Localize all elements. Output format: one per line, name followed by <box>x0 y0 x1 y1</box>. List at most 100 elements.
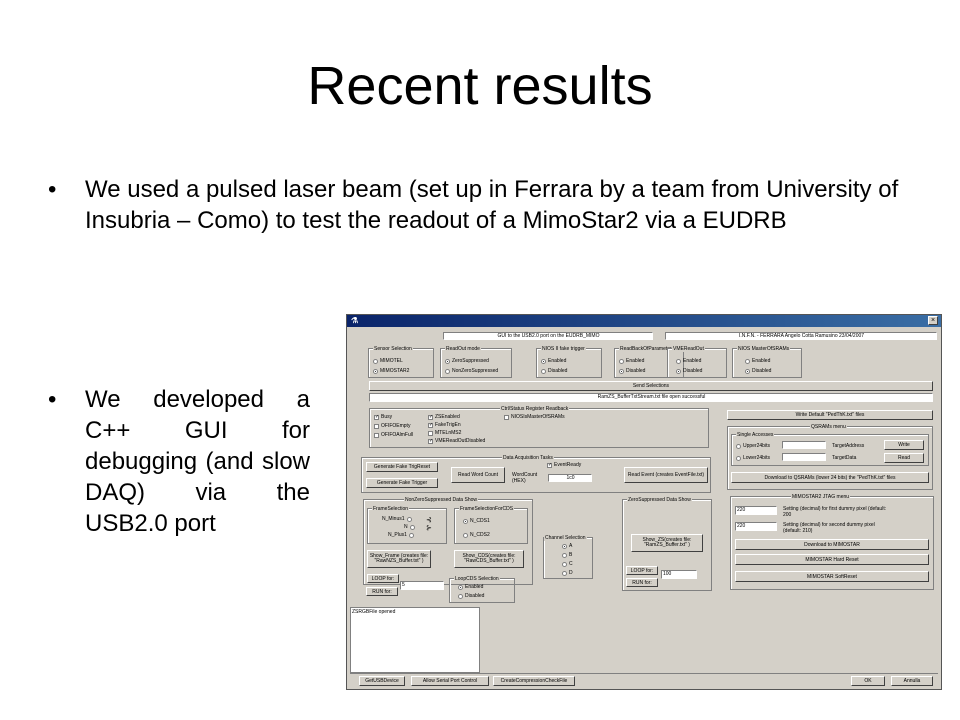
loopcds-enabled[interactable]: Enabled <box>458 584 483 590</box>
jtag-dummy1-label: Setting (decimal) for first dummy pixel … <box>783 506 887 518</box>
bottom-separator <box>350 673 938 674</box>
group-caption: Single Accesses <box>736 432 775 438</box>
gui-window: ⚗ × GUI to the USB2.0 port on the EUDRB_… <box>346 314 942 690</box>
status-line-field: RamZS_BufferTxtStream.txt file open succ… <box>369 393 933 402</box>
title-bar: ⚗ × <box>347 315 941 327</box>
gen-fake-trig-reset-button[interactable]: Generate Fake TrigReset <box>366 462 438 472</box>
zs-data-show-group: ZeroSuppressed Data Show Show_ZS(creates… <box>622 497 712 591</box>
frame-opt-n-plus1[interactable]: N_Plus1 <box>388 532 414 538</box>
zs-run-for-button[interactable]: RUN for: <box>626 578 658 587</box>
frame-opt-n[interactable]: N <box>404 524 415 530</box>
bullet-1-text: We used a pulsed laser beam (set up in F… <box>85 176 899 234</box>
event-ready-check: ✓EventReady <box>547 461 582 468</box>
show-cds-button[interactable]: Show_CDS(creates file: "RawCDS_Buffer.tx… <box>454 550 524 568</box>
ofifo-empty-check: OFIFOEmpty <box>374 423 410 429</box>
group-caption: Sensor Selection <box>373 346 413 352</box>
frame-opt-n-minus1[interactable]: N_Minus1 <box>382 516 412 522</box>
allow-serial-port-button[interactable]: Allow Serial Port Control <box>411 676 489 686</box>
sensor-opt-mimostar2[interactable]: MIMOSTAR2 <box>373 368 409 374</box>
group-caption: ZeroSuppressed Data Show <box>627 497 692 503</box>
readback-enabled[interactable]: Enabled <box>619 358 644 364</box>
header-left-field: GUI to the USB2.0 port on the EUDRB_MIMO <box>443 332 653 340</box>
vme-readout-disabled-check: ✓VMEReadOutDisabled <box>428 437 486 444</box>
ok-button[interactable]: OK <box>851 676 885 686</box>
sensor-opt-mimotel[interactable]: MIMOTEL <box>373 358 403 364</box>
close-icon[interactable]: × <box>928 316 938 325</box>
jtag-dummy2-input[interactable]: 220 <box>735 522 777 531</box>
sensor-selection-group: Sensor Selection MIMOTEL MIMOSTAR2 <box>368 346 434 378</box>
show-zs-button[interactable]: Show_ZS(creates file: "RamZS_Buffer.txt"… <box>631 534 703 552</box>
channel-d-radio[interactable]: D <box>562 570 573 576</box>
fake-trigger-disabled[interactable]: Disabled <box>541 368 567 374</box>
send-selections-button[interactable]: Send Selections <box>369 381 933 391</box>
gen-fake-trigger-button[interactable]: Generate Fake Trigger <box>366 478 438 488</box>
readback-disabled[interactable]: Disabled <box>619 368 645 374</box>
readout-opt-nzs[interactable]: NonZeroSuppressed <box>445 368 498 374</box>
group-caption: QSRAMs menu <box>810 424 847 430</box>
busy-check: ✓Busy <box>374 413 393 420</box>
group-caption: VMEReadOut <box>672 346 705 352</box>
zsrgb-log-box: ZSRGBFile opened <box>350 607 480 673</box>
nzs-data-show-group: NonZeroSuppressed Data Show FrameSelecti… <box>363 497 533 585</box>
cancel-button[interactable]: Annulla <box>891 676 933 686</box>
channel-b-radio[interactable]: B <box>562 552 572 558</box>
download-mimostar-button[interactable]: Download to MIMOSTAR <box>735 539 929 550</box>
cds1-radio[interactable]: N_CDS1 <box>463 518 490 524</box>
nzs-loop-for-button[interactable]: LOOP for: <box>367 574 399 583</box>
target-data-label: TargetData <box>832 455 857 461</box>
lab-icon: ⚗ <box>351 316 359 325</box>
nios-master-group: NIOS MasterOfSRAMs Enabled Disabled <box>732 346 802 378</box>
loopcds-disabled[interactable]: Disabled <box>458 593 484 599</box>
header-right-field: I.N.F.N. - FERRARA Angelo Cotta Ramusino… <box>665 332 937 340</box>
jtag-dummy1-input[interactable]: 220 <box>735 506 777 515</box>
zsrgb-log-text: ZSRGBFile opened <box>352 609 396 615</box>
group-caption: Data Acquisition Tasks <box>502 455 554 461</box>
nios-master-enabled[interactable]: Enabled <box>745 358 770 364</box>
nios-fake-trigger-group: NIOS II fake trigger Enabled Disabled <box>536 346 602 378</box>
fake-trigger-enabled[interactable]: Enabled <box>541 358 566 364</box>
group-caption: MIMOSTAR2 JTAG menu <box>791 494 851 500</box>
bullet-marker: • <box>48 386 57 413</box>
qsram-read-button[interactable]: Read <box>884 453 924 463</box>
write-default-button[interactable]: Write Default "PedThK.txt" files <box>727 410 933 420</box>
target-data-input[interactable] <box>782 453 826 461</box>
zs-loop-for-button[interactable]: LOOP for: <box>626 566 658 575</box>
fake-trig-en-check: ✓FakeTrigEn <box>428 421 461 428</box>
qsrams-menu-group: QSRAMs menu Single Accesses Upper24bits … <box>727 424 933 490</box>
download-qsrams-button[interactable]: Download to QSRAMs (lower 24 bits) the "… <box>731 472 929 483</box>
readout-opt-zs[interactable]: ZeroSuppressed <box>445 358 489 364</box>
zs-enabled-check: ✓ZSEnabled <box>428 413 460 420</box>
frame-selection-group: FrameSelection N_Minus1 N N_Plus1 ⊰⊱ <box>367 506 447 544</box>
channel-c-radio[interactable]: C <box>562 561 573 567</box>
channel-a-radio[interactable]: A <box>562 543 572 549</box>
cds2-radio[interactable]: N_CDS2 <box>463 532 490 538</box>
qsram-write-button[interactable]: Write <box>884 440 924 450</box>
zs-loop-value[interactable]: 100 <box>661 570 697 579</box>
read-event-button[interactable]: Read Event (creates EventFile.txt) <box>624 467 708 483</box>
daq-tasks-group: Data Acquisition Tasks Generate Fake Tri… <box>361 455 711 493</box>
upper24-radio[interactable]: Upper24bits <box>736 443 770 449</box>
target-address-input[interactable] <box>782 441 826 449</box>
group-caption: Ctrl/Status Register Readback <box>500 406 570 412</box>
mtel-nms2-check: MTELnMS2 <box>428 430 461 436</box>
create-compression-check-button[interactable]: CreateCompressionCheckFile <box>493 676 575 686</box>
get-usb-device-button[interactable]: GetUSBDevice <box>359 676 405 686</box>
mimostar-soft-reset-button[interactable]: MIMOSTAR SoftReset <box>735 571 929 582</box>
lower24-radio[interactable]: Lower24bits <box>736 455 770 461</box>
mimostar-hard-reset-button[interactable]: MIMOSTAR Hard Reset <box>735 554 929 565</box>
nios-master-disabled[interactable]: Disabled <box>745 368 771 374</box>
nzs-run-value[interactable]: 5 <box>400 581 444 590</box>
nzs-run-for-button[interactable]: RUN for: <box>366 587 398 596</box>
word-count-field: 1c0 <box>548 474 592 482</box>
frame-cds-group: FrameSelectionForCDS N_CDS1 N_CDS2 <box>454 506 528 544</box>
show-frame-button[interactable]: Show_Frame (creates file: "RawNZS_Buffer… <box>367 550 431 568</box>
single-accesses-group: Single Accesses Upper24bits Lower24bits … <box>731 432 929 466</box>
read-word-count-button[interactable]: Read Word Count <box>451 467 505 483</box>
jtag-menu-group: MIMOSTAR2 JTAG menu 220 Setting (decimal… <box>730 494 934 590</box>
readout-mode-group: ReadOut mode ZeroSuppressed NonZeroSuppr… <box>440 346 512 378</box>
ctrl-status-group: Ctrl/Status Register Readback ✓Busy OFIF… <box>369 406 709 448</box>
vme-readout-enabled[interactable]: Enabled <box>676 358 701 364</box>
vme-readout-disabled[interactable]: Disabled <box>676 368 702 374</box>
word-count-label: WordCount (HEX) <box>512 472 538 484</box>
frame-select-icon: ⊰⊱ <box>426 517 432 532</box>
